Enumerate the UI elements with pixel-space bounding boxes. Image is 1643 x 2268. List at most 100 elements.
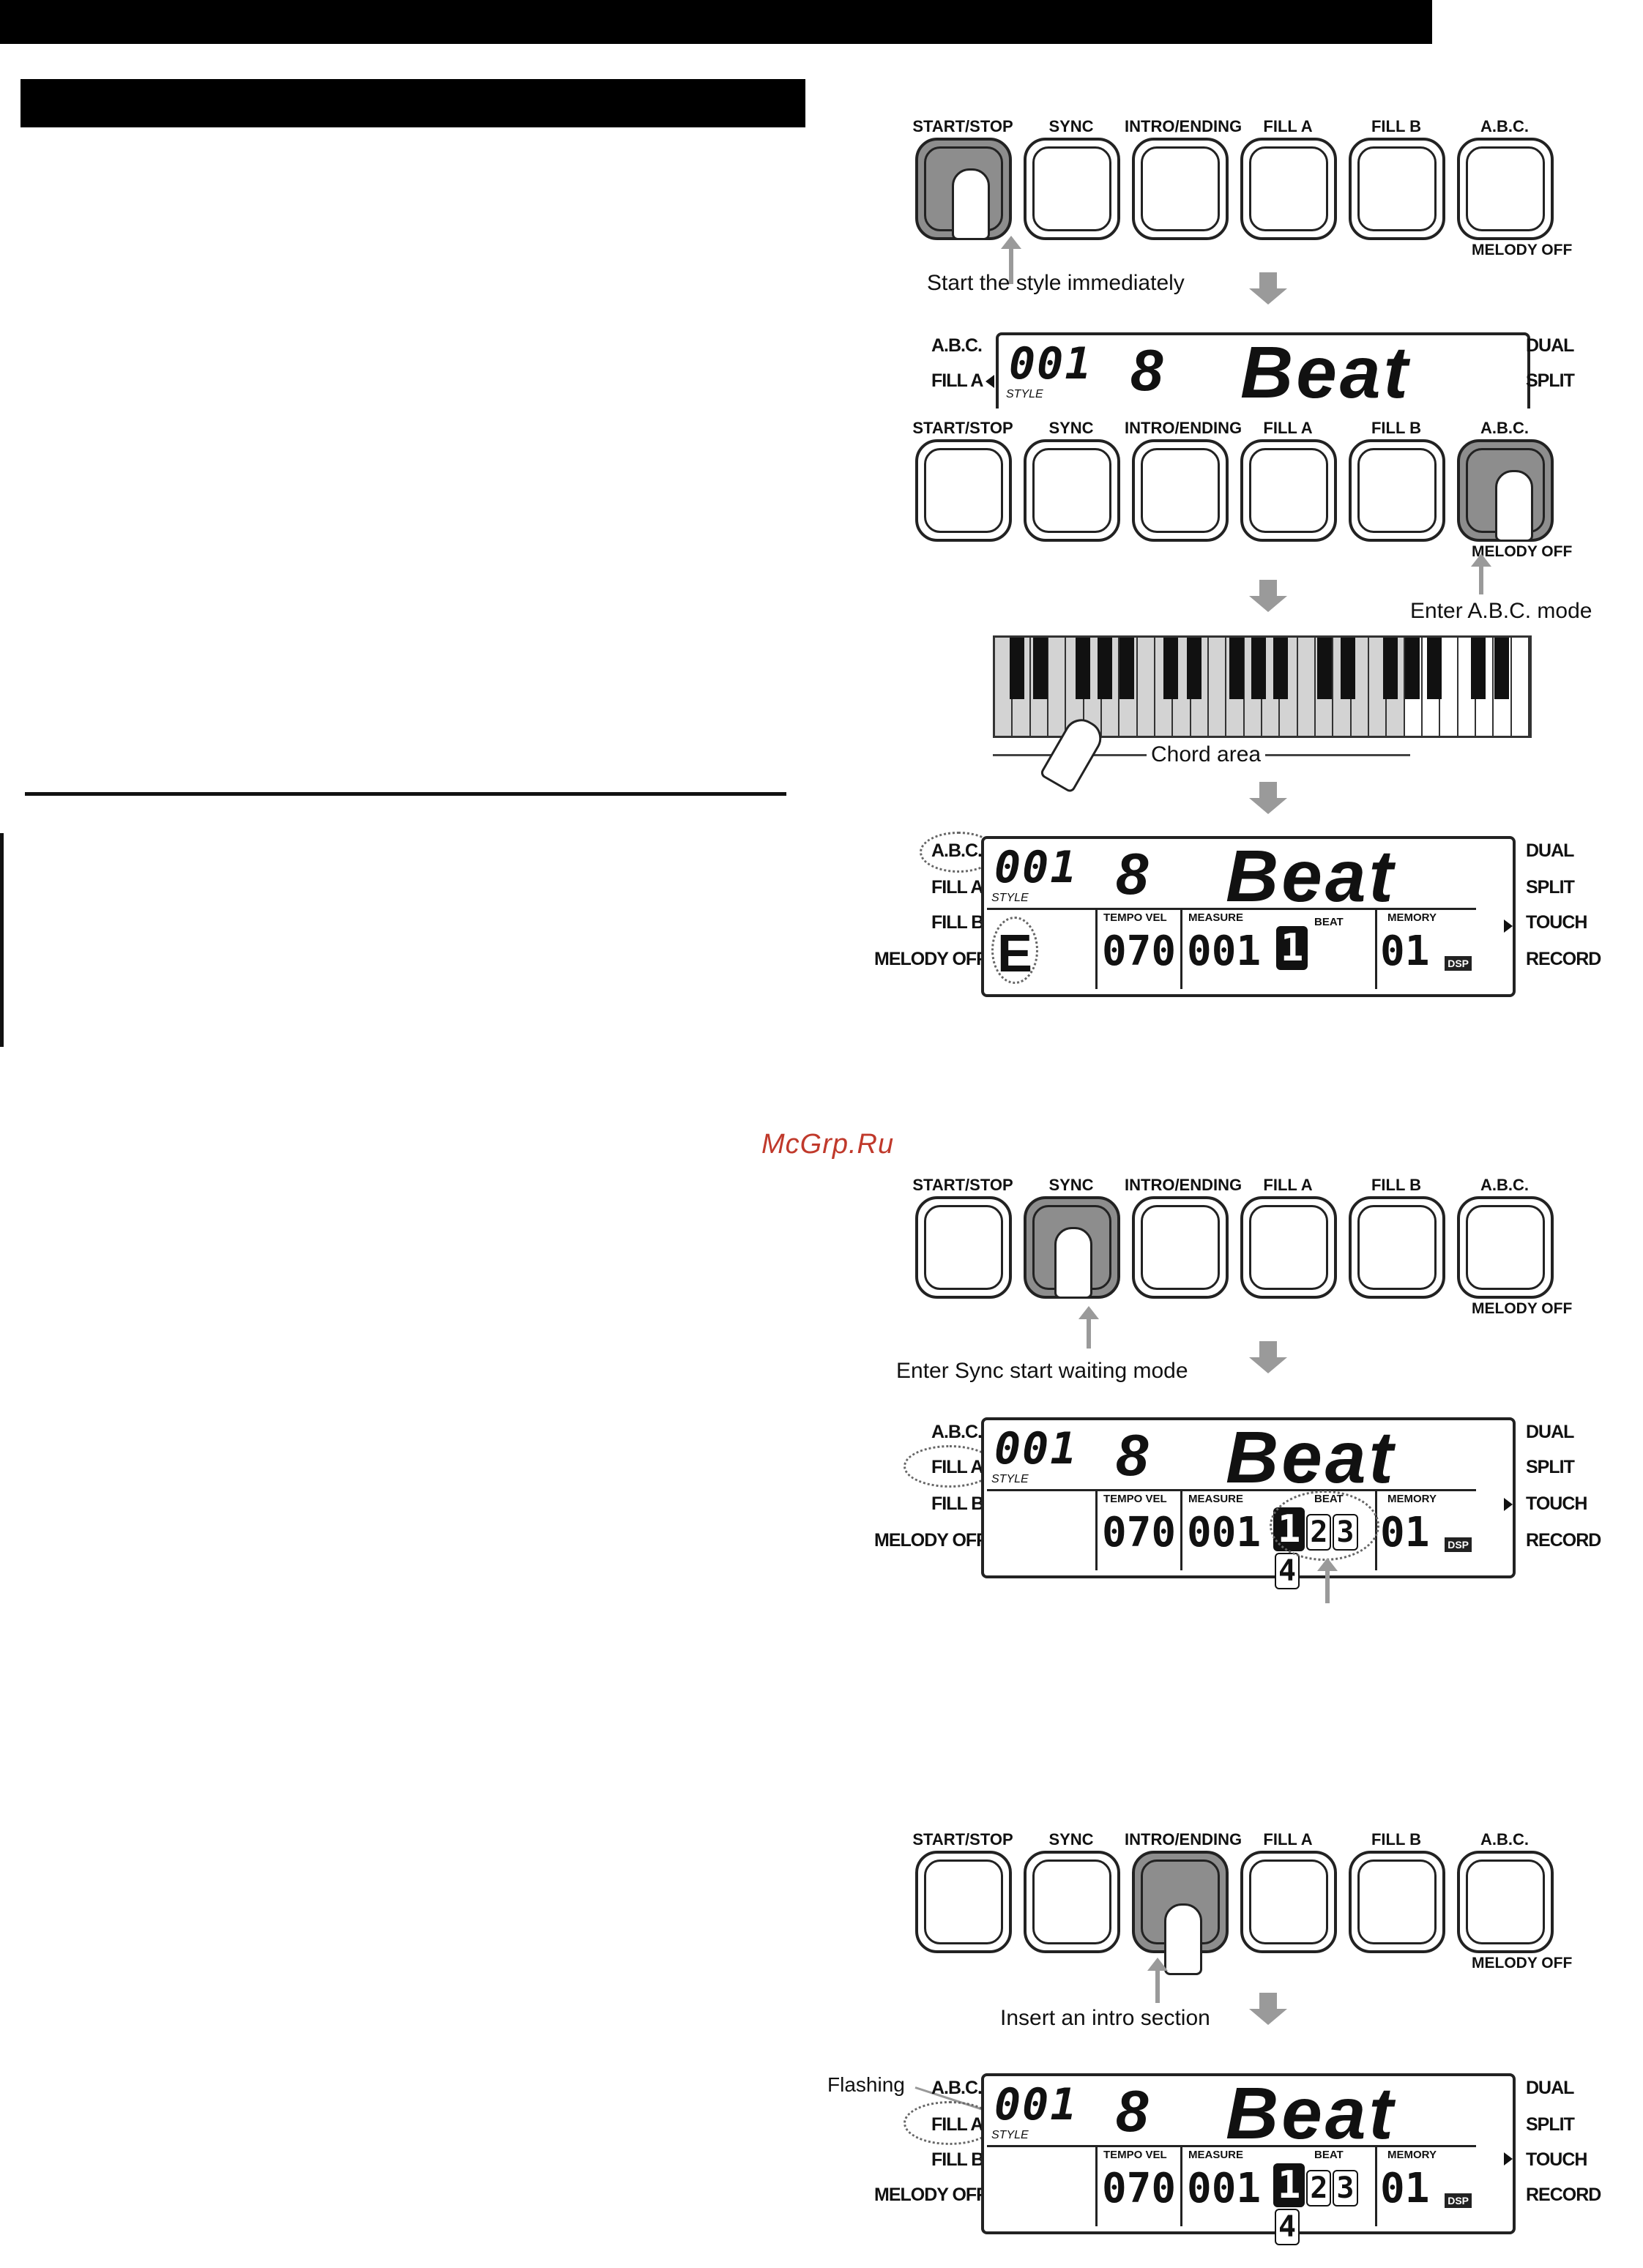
- start-stop-button[interactable]: [915, 1851, 1012, 1953]
- lcd-tempo-label: TEMPO VEL: [1103, 2149, 1167, 2161]
- button-label: FILL B: [1371, 419, 1422, 437]
- abc-button[interactable]: [1457, 138, 1554, 240]
- lcd-label-split: SPLIT: [1526, 2114, 1575, 2135]
- down-arrow-icon: [1249, 782, 1287, 814]
- sync-button[interactable]: [1024, 1851, 1120, 1953]
- lcd-memory-label: MEMORY: [1387, 2149, 1437, 2161]
- lcd-beat-four: 4: [1275, 1553, 1300, 1589]
- lcd-bank: 8: [1116, 841, 1149, 906]
- lcd-memory-value: 01: [1380, 1509, 1430, 1556]
- fill-b-button[interactable]: [1349, 1851, 1445, 1953]
- down-arrow-icon: [1249, 1993, 1287, 2025]
- intro-ending-button[interactable]: [1132, 1196, 1229, 1299]
- lcd-label-touch: TOUCH: [1526, 912, 1587, 933]
- lcd-beat-four: 4: [1275, 2209, 1300, 2245]
- pointer-arrow-icon: [1471, 553, 1491, 594]
- lcd-beat-label: BEAT: [1314, 916, 1344, 928]
- button-label: A.B.C.: [1480, 1176, 1529, 1194]
- section-title-bar: [21, 79, 805, 127]
- caption-flashing: Flashing: [827, 2073, 905, 2096]
- lcd-measure-label: MEASURE: [1188, 2149, 1244, 2161]
- lcd-memory-value: 01: [1380, 2165, 1430, 2212]
- lcd-style-name: Beat: [1240, 332, 1411, 414]
- button-label: SYNC: [1048, 117, 1094, 135]
- fill-a-button[interactable]: [1240, 138, 1337, 240]
- lcd-style-name: Beat: [1226, 2073, 1396, 2155]
- fill-b-button[interactable]: [1349, 439, 1445, 542]
- lcd-label-melody-off: MELODY OFF: [874, 949, 987, 969]
- lcd-tempo-value: 070: [1102, 1509, 1177, 1556]
- pressing-hand-icon: [1164, 1903, 1202, 1975]
- abc-button[interactable]: [1457, 1851, 1554, 1953]
- lcd-beat-three: 3: [1333, 2170, 1358, 2207]
- lcd-label-record: RECORD: [1526, 1530, 1601, 1551]
- watermark: McGrp.Ru: [761, 1129, 895, 1160]
- fill-b-button[interactable]: [1349, 138, 1445, 240]
- lcd-style-tag: STYLE: [1006, 388, 1043, 400]
- fill-a-button[interactable]: [1240, 1851, 1337, 1953]
- lcd-style-number: 001: [1009, 338, 1093, 389]
- lcd-beat-two: 2: [1306, 2170, 1332, 2207]
- button-label: A.B.C.: [1480, 117, 1529, 135]
- lcd-style-number: 001: [994, 842, 1078, 893]
- lcd-tempo-value: 070: [1102, 928, 1177, 975]
- button-label: FILL A: [1263, 419, 1313, 437]
- button-label: FILL A: [1263, 117, 1313, 135]
- intro-ending-button[interactable]: [1132, 138, 1229, 240]
- section-divider: [25, 792, 786, 796]
- button-label: START/STOP: [912, 1176, 1013, 1194]
- fill-a-button[interactable]: [1240, 439, 1337, 542]
- down-arrow-icon: [1249, 580, 1287, 612]
- lcd-label-touch: TOUCH: [1526, 2149, 1587, 2170]
- highlight-circle: [991, 917, 1038, 984]
- lcd-label-abc: A.B.C.: [931, 335, 983, 356]
- pointer-arrow-icon: [1001, 236, 1021, 284]
- lcd-dsp-badge: DSP: [1445, 2193, 1472, 2208]
- intro-ending-button[interactable]: [1132, 439, 1229, 542]
- melody-off-label: MELODY OFF: [1472, 1300, 1573, 1317]
- button-label: SYNC: [1048, 1176, 1094, 1194]
- lcd-measure-value: 001: [1187, 2165, 1262, 2212]
- lcd-measure-label: MEASURE: [1188, 1493, 1244, 1505]
- button-label: FILL B: [1371, 117, 1422, 135]
- pressing-hand-icon: [1495, 470, 1533, 542]
- fill-a-button[interactable]: [1240, 1196, 1337, 1299]
- sync-button[interactable]: [1024, 138, 1120, 240]
- indicator-arrow-icon: [986, 375, 994, 388]
- lcd-beat-one: 1: [1276, 926, 1308, 970]
- lcd-bank: 8: [1130, 337, 1163, 403]
- lcd-style-tag: STYLE: [991, 1473, 1029, 1485]
- button-label: INTRO/ENDING: [1125, 117, 1243, 135]
- sync-button[interactable]: [1024, 439, 1120, 542]
- pointer-arrow-icon: [1147, 1958, 1168, 2003]
- lcd-bank: 8: [1116, 1422, 1149, 1488]
- abc-button[interactable]: [1457, 1196, 1554, 1299]
- lcd-label-dual: DUAL: [1526, 1422, 1574, 1442]
- start-stop-button[interactable]: [915, 439, 1012, 542]
- lcd-measure-label: MEASURE: [1188, 911, 1244, 924]
- start-stop-button[interactable]: [915, 1196, 1012, 1299]
- lcd-bank: 8: [1116, 2078, 1149, 2144]
- lcd-measure-value: 001: [1187, 1509, 1262, 1556]
- lcd-measure-value: 001: [1187, 928, 1262, 975]
- lcd-memory-label: MEMORY: [1387, 911, 1437, 924]
- fill-b-button[interactable]: [1349, 1196, 1445, 1299]
- lcd-style-number: 001: [994, 1423, 1078, 1474]
- lcd-style-name: Beat: [1226, 835, 1396, 917]
- lcd-label-fill-b: FILL B: [931, 2149, 984, 2170]
- caption-enter-abc: Enter A.B.C. mode: [1410, 599, 1592, 623]
- button-label: A.B.C.: [1480, 419, 1529, 437]
- lcd-label-fill-b: FILL B: [931, 1493, 984, 1514]
- lcd-tempo-label: TEMPO VEL: [1103, 1493, 1167, 1505]
- indicator-arrow-icon: [1504, 2152, 1513, 2166]
- button-panel-start: START/STOP SYNC INTRO/ENDING FILL A FILL…: [908, 117, 1572, 264]
- caption-sync-wait: Enter Sync start waiting mode: [896, 1359, 1188, 1383]
- page-header-bar: [0, 0, 1432, 44]
- button-label: INTRO/ENDING: [1125, 419, 1243, 437]
- lcd-label-abc: A.B.C.: [931, 2078, 983, 2098]
- indicator-arrow-icon: [1504, 1498, 1513, 1511]
- button-label: INTRO/ENDING: [1125, 1176, 1243, 1194]
- margin-rule: [0, 833, 4, 1047]
- pressing-hand-icon: [952, 168, 990, 240]
